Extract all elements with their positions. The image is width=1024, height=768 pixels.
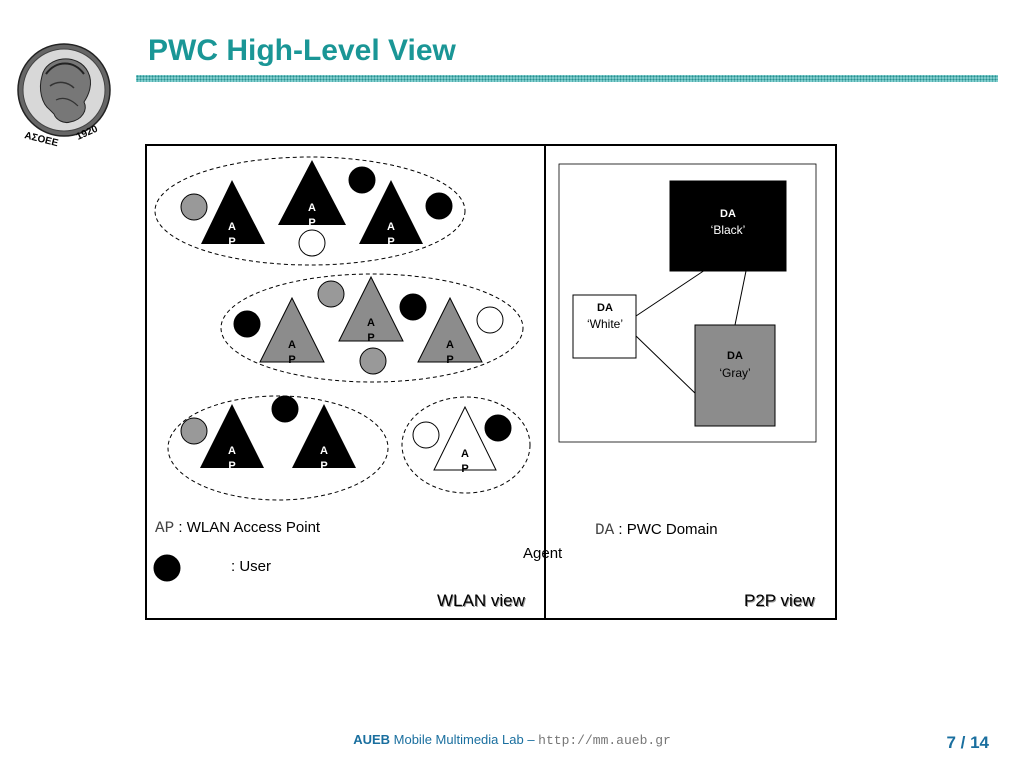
da-node-black [669, 180, 787, 272]
da-white-subtitle: ‘White’ [587, 317, 623, 331]
da-black-title: DA [720, 208, 736, 220]
ap-label: P [461, 463, 468, 475]
title-rule [136, 75, 998, 82]
da-node-white [572, 294, 637, 359]
aueb-logo: ΑΣΟΕΕ 1920 [17, 43, 111, 148]
footer-lab: Mobile Multimedia Lab – [390, 732, 539, 747]
legend-da: DA : PWC Domain [595, 521, 718, 539]
user-node [180, 193, 208, 221]
legend-da-desc: : PWC Domain [614, 521, 718, 538]
ap-label: A [461, 448, 469, 460]
ap-label: A [228, 221, 236, 233]
ap-label: P [446, 354, 453, 366]
user-node [399, 293, 427, 321]
user-node [425, 192, 453, 220]
user-node [412, 421, 440, 449]
ap-label: A [228, 445, 236, 457]
wlan-view-label: WLAN view [437, 591, 525, 610]
da-black-subtitle: ‘Black’ [711, 223, 746, 237]
ap-label: P [320, 460, 327, 472]
ap-label: A [367, 317, 375, 329]
diagram-frame [145, 144, 837, 620]
footer-url: http://mm.aueb.gr [538, 733, 671, 748]
ap-triangle [200, 404, 264, 468]
ap-label: P [387, 236, 394, 248]
legend-ap-code: AP [155, 519, 175, 537]
legend-da-cont: Agent [523, 545, 562, 562]
legend-user-desc: : User [231, 558, 272, 575]
footer: AUEB Mobile Multimedia Lab – http://mm.a… [0, 732, 1024, 748]
ap-triangle [338, 275, 404, 342]
slide-title: PWC High-Level View [148, 34, 456, 67]
ap-label: P [288, 354, 295, 366]
legend-user-icon [153, 554, 181, 582]
ap-label: P [228, 460, 235, 472]
ap-label: A [320, 445, 328, 457]
p2p-view-label: P2P view [744, 591, 815, 610]
ap-triangle [359, 180, 423, 244]
view-divider [544, 146, 546, 618]
user-node [476, 306, 504, 334]
da-node-gray [694, 324, 776, 427]
page-number: 7 / 14 [946, 733, 989, 752]
ap-label: P [228, 236, 235, 248]
user-node [484, 414, 512, 442]
ap-label: A [387, 221, 395, 233]
ap-label: A [288, 339, 296, 351]
ap-label: A [446, 339, 454, 351]
p2p-link [635, 335, 699, 397]
user-node [271, 395, 299, 423]
wlan-group-3 [167, 395, 389, 501]
ap-label: A [308, 202, 316, 214]
user-node [180, 417, 208, 445]
legend-user: : User [231, 558, 271, 575]
ap-triangle [417, 296, 483, 363]
p2p-box [558, 163, 817, 443]
wlan-group-2 [220, 273, 524, 383]
da-gray-subtitle: ‘Gray’ [719, 366, 750, 380]
ap-triangle [278, 160, 346, 225]
da-white-title: DA [597, 302, 613, 314]
wlan-group-4 [401, 396, 531, 494]
user-node [348, 166, 376, 194]
p2p-link [734, 270, 747, 326]
legend-ap: AP : WLAN Access Point [155, 519, 320, 537]
user-node [359, 347, 387, 375]
wlan-group-1 [154, 156, 466, 266]
da-gray-title: DA [727, 350, 743, 362]
user-node [298, 229, 326, 257]
ap-label: P [367, 332, 374, 344]
legend-da-desc2: Agent [523, 545, 563, 562]
ap-triangle [201, 180, 265, 244]
legend-ap-desc: : WLAN Access Point [174, 519, 321, 536]
legend-da-code: DA [595, 521, 615, 539]
ap-triangle [433, 405, 497, 471]
ap-triangle [292, 404, 356, 468]
user-node [233, 310, 261, 338]
ap-triangle [259, 296, 325, 363]
user-node [317, 280, 345, 308]
ap-label: P [308, 217, 315, 229]
footer-org: AUEB [353, 732, 391, 747]
p2p-link [635, 269, 706, 317]
